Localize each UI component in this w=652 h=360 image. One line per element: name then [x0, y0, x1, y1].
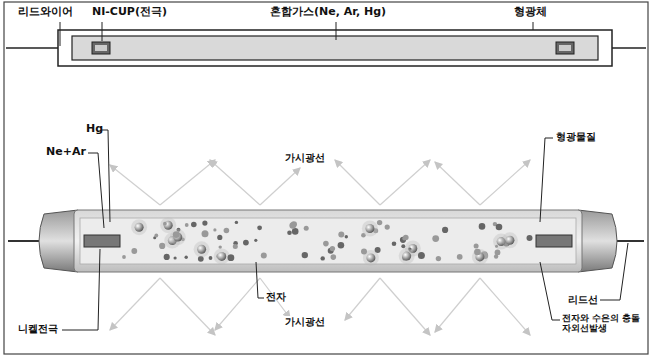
particle [154, 234, 158, 238]
particle [304, 226, 309, 231]
part-label: 리드와이어 [18, 6, 73, 19]
particle [174, 256, 177, 259]
particle [321, 256, 325, 260]
particle [366, 253, 375, 262]
particle [185, 256, 188, 259]
part-label: 니켈전극 [18, 323, 58, 335]
particle [202, 230, 209, 237]
particle [224, 228, 230, 234]
particle [495, 250, 501, 256]
particle [385, 225, 390, 230]
particle [338, 242, 345, 249]
particle [392, 241, 397, 246]
particle [365, 224, 374, 233]
particle [361, 249, 367, 255]
particle [403, 235, 409, 241]
particle [191, 222, 197, 228]
callout-note: 전자와 수은의 충돌 자외선발생 [562, 313, 646, 334]
particle [289, 222, 296, 229]
particle [243, 240, 249, 246]
part-label: NI-CUP(전극) [92, 6, 167, 19]
particle [164, 221, 173, 230]
part-label: Hg [86, 123, 103, 136]
particle [254, 239, 257, 242]
particle [479, 223, 486, 230]
particle [131, 248, 137, 254]
particle [436, 256, 441, 261]
collision-glow [399, 248, 415, 264]
particle [331, 254, 337, 260]
particle [173, 231, 180, 238]
particle [197, 245, 206, 254]
particle [163, 222, 167, 226]
particle [432, 235, 439, 242]
part-label: 리드선 [568, 294, 598, 306]
particle [495, 245, 498, 248]
particle [233, 244, 238, 249]
collision-glow [472, 249, 488, 265]
particle [474, 244, 479, 249]
particle [323, 241, 329, 247]
collision-glow [502, 232, 518, 248]
particle [185, 223, 189, 227]
particle [474, 249, 481, 256]
ray-label: 가시광선 [283, 316, 327, 328]
ray-label: 가시광선 [283, 152, 327, 164]
particle [345, 235, 348, 238]
part-label: 전자 [266, 291, 286, 303]
part-label: 혼합가스(Ne, Ar, Hg) [270, 6, 386, 19]
particle [401, 244, 405, 248]
particle [287, 231, 292, 236]
particle [217, 252, 226, 261]
particle [219, 245, 222, 248]
particle [330, 246, 335, 251]
particle [202, 221, 207, 226]
collision-glow [362, 221, 378, 237]
lamp-schematic [6, 22, 646, 66]
particle [292, 228, 299, 235]
particle [442, 227, 448, 233]
particle [217, 235, 222, 240]
particle [235, 221, 238, 224]
particle [302, 252, 308, 258]
particle [135, 223, 144, 232]
collision-glow [170, 229, 186, 245]
particle [209, 256, 213, 260]
part-label: 형광물질 [556, 131, 596, 143]
particle [257, 225, 262, 230]
collision-glow [131, 219, 147, 235]
particle [213, 228, 216, 231]
particle [377, 220, 382, 225]
gas-particles [122, 217, 532, 266]
particle [338, 232, 344, 238]
particle [164, 254, 170, 260]
collision-glow [194, 241, 210, 257]
particle [402, 252, 411, 261]
leader-lines [62, 130, 628, 330]
particle [159, 243, 165, 249]
particle [261, 253, 267, 259]
particle [418, 252, 425, 259]
part-label: 형광체 [514, 6, 547, 19]
particle [527, 235, 533, 241]
part-label: Ne+Ar [46, 146, 86, 159]
particle [228, 254, 235, 261]
particle [505, 236, 514, 245]
frame [4, 2, 648, 354]
particle [457, 254, 463, 260]
particle [496, 224, 503, 231]
collision-glow [214, 248, 230, 264]
particle [122, 255, 126, 259]
